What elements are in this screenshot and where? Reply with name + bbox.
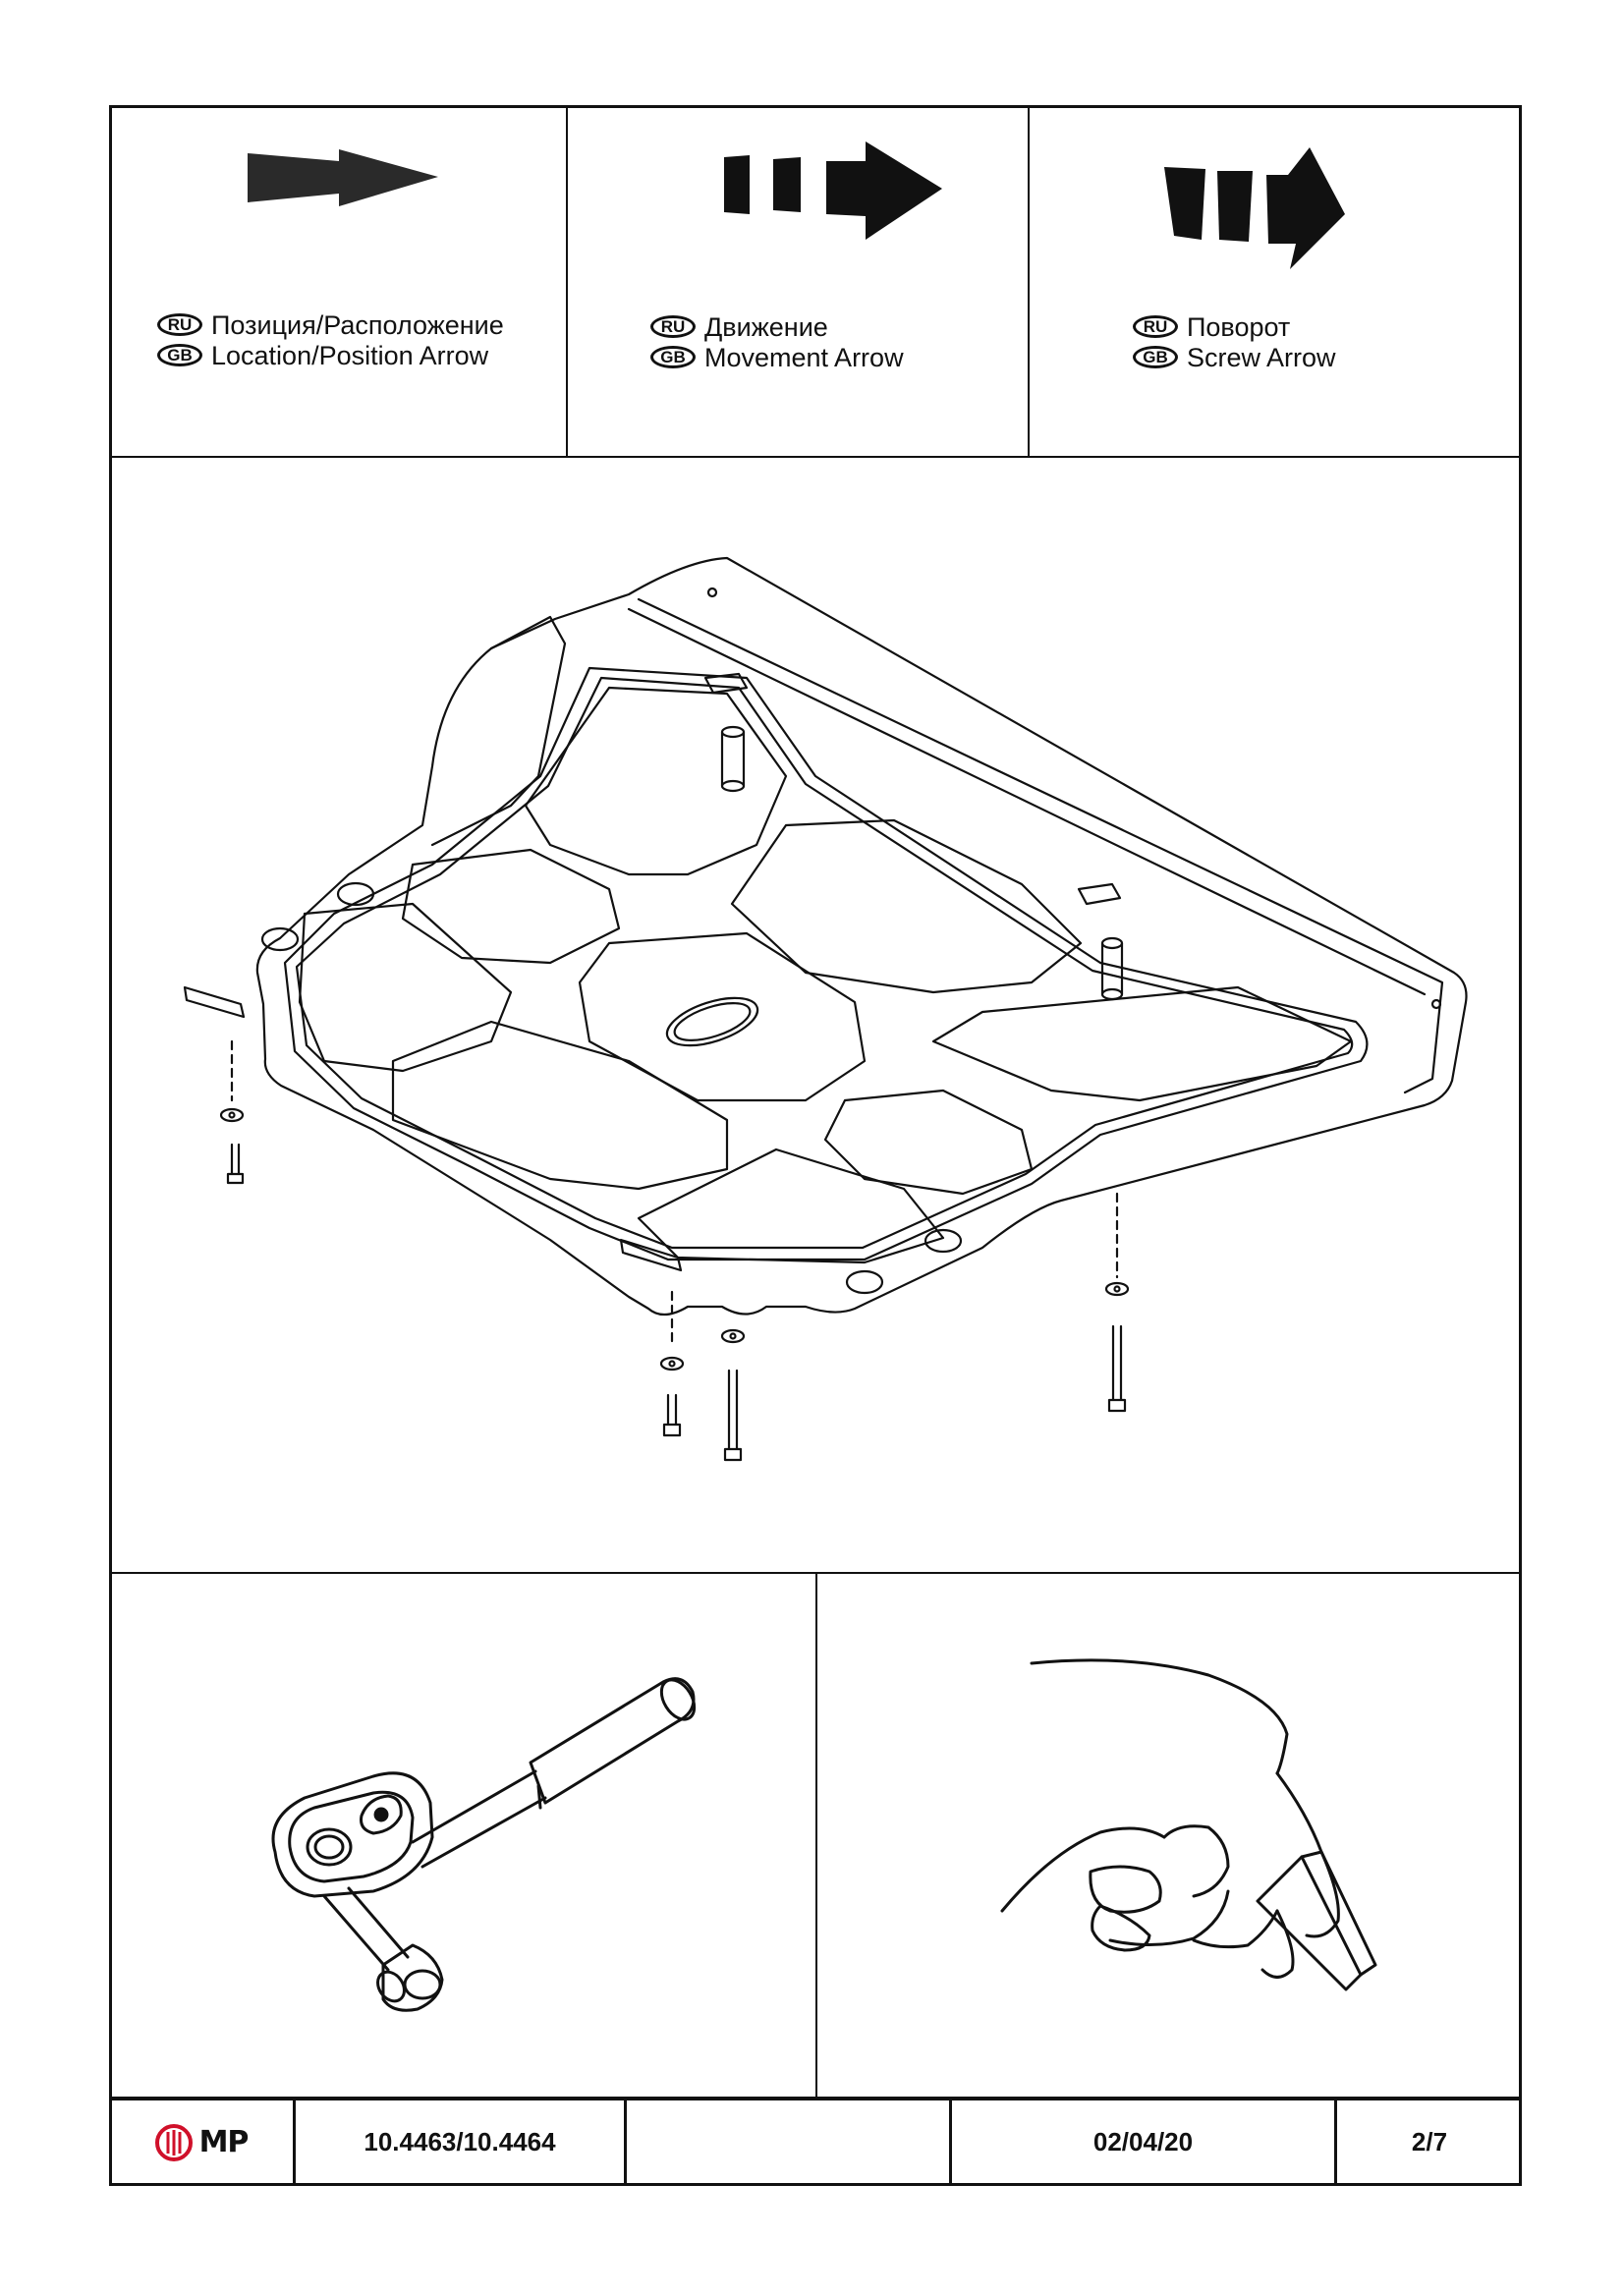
ru-badge: RU (650, 315, 696, 338)
mp-logo-icon (154, 2123, 193, 2161)
ru-badge: RU (157, 313, 202, 336)
legend-label-ru: Движение (704, 311, 828, 342)
ru-badge: RU (1133, 315, 1178, 338)
legend-label-gb: Screw Arrow (1187, 342, 1336, 372)
company-logo: MP (109, 2099, 293, 2186)
document-date: 02/04/20 (1092, 2127, 1194, 2156)
divider-legend-1 (566, 105, 568, 457)
divider-legend-2 (1028, 105, 1030, 457)
gb-badge: GB (1133, 346, 1178, 368)
part-number: 10.4463/10.4464 (364, 2127, 556, 2156)
footer-divider (1334, 2099, 1337, 2186)
legend-movement: RU Движение GB Movement Arrow (650, 311, 904, 372)
legend-label-ru: Позиция/Расположение (211, 309, 504, 340)
legend-label-gb: Location/Position Arrow (211, 340, 489, 370)
divider-tools (815, 1572, 817, 2100)
footer-divider (293, 2099, 296, 2186)
divider-legend (109, 456, 1522, 458)
legend-label-ru: Поворот (1187, 311, 1291, 342)
logo-text: MP (198, 2125, 250, 2159)
ratchet-wrench-icon (271, 1677, 697, 2012)
footer-divider (949, 2099, 952, 2186)
legend-location: RU Позиция/Расположение GB Location/Positi… (157, 309, 504, 370)
legend-screw: RU Поворот GB Screw Arrow (1133, 311, 1336, 372)
blank-field (627, 2099, 949, 2186)
screw-arrow-icon (1164, 147, 1345, 269)
footer-divider (624, 2099, 627, 2186)
hand-cutting-knife-icon (1000, 1658, 1377, 1991)
location-arrow-icon (248, 149, 438, 206)
skid-plate-assembly-diagram (183, 556, 1468, 1462)
gb-badge: GB (157, 344, 202, 366)
page-frame (109, 105, 1522, 2186)
divider-footer (109, 2097, 1522, 2100)
gb-badge: GB (650, 346, 696, 368)
title-block: MP 10.4463/10.4464 02/04/20 2/7 (109, 2099, 1522, 2186)
legend-label-gb: Movement Arrow (704, 342, 904, 372)
page-number: 2/7 (1411, 2127, 1448, 2156)
movement-arrow-icon (724, 141, 942, 240)
